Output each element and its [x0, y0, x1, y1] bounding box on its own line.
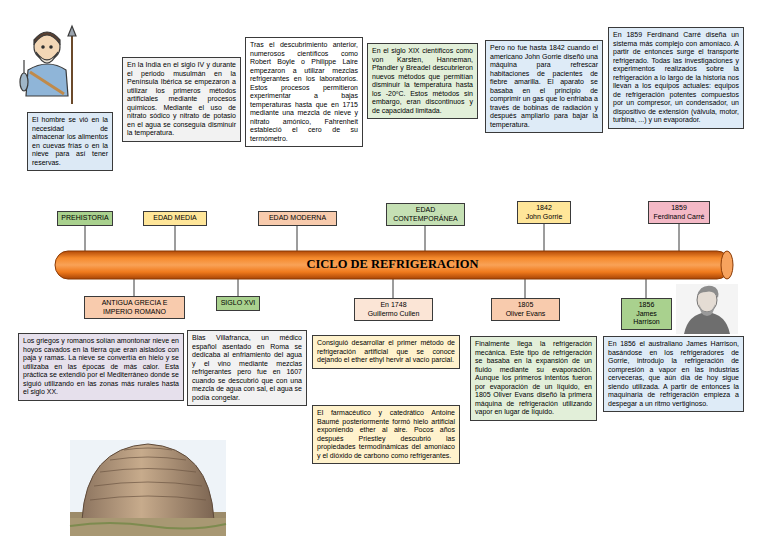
era-label: EDAD CONTEMPORÁNEA [386, 203, 465, 226]
era-label: EDAD MODERNA [258, 211, 337, 226]
text-box: En el siglo XIX científicos como von Kar… [367, 43, 478, 119]
caveman-icon [20, 26, 76, 104]
label-text: EDAD MEDIA [147, 214, 203, 223]
text-box: Finalmente llega la refrigeración mecáni… [470, 336, 597, 421]
body-text: Tras el descubrimiento anterior, numeros… [250, 41, 358, 143]
text-box: Blas Villafranca, un médico español asen… [187, 330, 307, 406]
body-text: En 1856 el australiano James Harrison, b… [608, 340, 739, 408]
portrait-engraving [676, 284, 738, 334]
label-text: En 1748 [358, 301, 429, 310]
label-text: EDAD CONTEMPORÁNEA [390, 206, 461, 223]
text-box: Consiguió desarrollar el primer método d… [312, 335, 460, 369]
era-label: PREHISTORIA [57, 211, 113, 226]
label-text: 1859 [652, 204, 706, 213]
text-box: Tras el descubrimiento anterior, numeros… [245, 37, 363, 147]
pipe-bar [55, 251, 733, 279]
text-box: Pero no fue hasta 1842 cuando el america… [485, 40, 603, 133]
text-box: El farmacéutico y catedrático Antoine Ba… [312, 405, 460, 464]
text-box: En la India en el siglo IV y durante el … [122, 57, 241, 142]
body-text: Consiguió desarrollar el primer método d… [317, 339, 455, 365]
label-text: John Gorrie [521, 213, 567, 222]
era-label: 1859Ferdinand Carré [648, 201, 710, 224]
text-box: En 1856 el australiano James Harrison, b… [603, 336, 744, 412]
body-text: Pero no fue hasta 1842 cuando el america… [490, 44, 598, 129]
body-text: Finalmente llega la refrigeración mecáni… [475, 340, 592, 417]
label-text: 1842 [521, 204, 567, 213]
text-box: En 1859 Ferdinand Carré diseña un sistem… [608, 27, 744, 129]
label-text: Oliver Evans [495, 310, 556, 319]
era-label: 1842John Gorrie [517, 201, 571, 224]
label-text: ANTIGUA GRECIA E IMPERIO ROMANO [88, 299, 181, 316]
label-text: 1805 [495, 301, 556, 310]
era-label: SIGLO XVI [216, 296, 260, 311]
era-label: En 1748Guillermo Cullen [354, 298, 433, 321]
body-text: Blas Villafranca, un médico español asen… [192, 334, 302, 402]
era-label: 1856James Harrison [621, 298, 672, 330]
body-text: El hombre se vió en la necesidad de alma… [32, 116, 108, 167]
body-text: En la India en el siglo IV y durante el … [127, 61, 236, 138]
label-text: PREHISTORIA [61, 214, 109, 223]
label-text: Ferdinand Carré [652, 213, 706, 222]
label-text: Guillermo Cullen [358, 310, 429, 319]
body-text: Los griegos y romanos solían amontonar n… [23, 337, 179, 397]
era-label: ANTIGUA GRECIA E IMPERIO ROMANO [84, 296, 185, 319]
label-text: EDAD MODERNA [262, 214, 333, 223]
icehouse-photo [70, 440, 226, 536]
label-text: James Harrison [625, 310, 668, 327]
label-text: SIGLO XVI [220, 299, 256, 308]
era-label: EDAD MEDIA [143, 211, 207, 226]
text-box: Los griegos y romanos solían amontonar n… [18, 333, 184, 401]
era-label: 1805Oliver Evans [491, 298, 560, 321]
text-box: El hombre se vió en la necesidad de alma… [27, 112, 113, 171]
label-text: 1856 [625, 301, 668, 310]
body-text: En 1859 Ferdinand Carré diseña un sistem… [613, 31, 739, 125]
diagram-title: CICLO DE REFRIGERACION [55, 257, 730, 272]
body-text: El farmacéutico y catedrático Antoine Ba… [317, 409, 455, 460]
body-text: En el siglo XIX científicos como von Kar… [372, 47, 473, 115]
